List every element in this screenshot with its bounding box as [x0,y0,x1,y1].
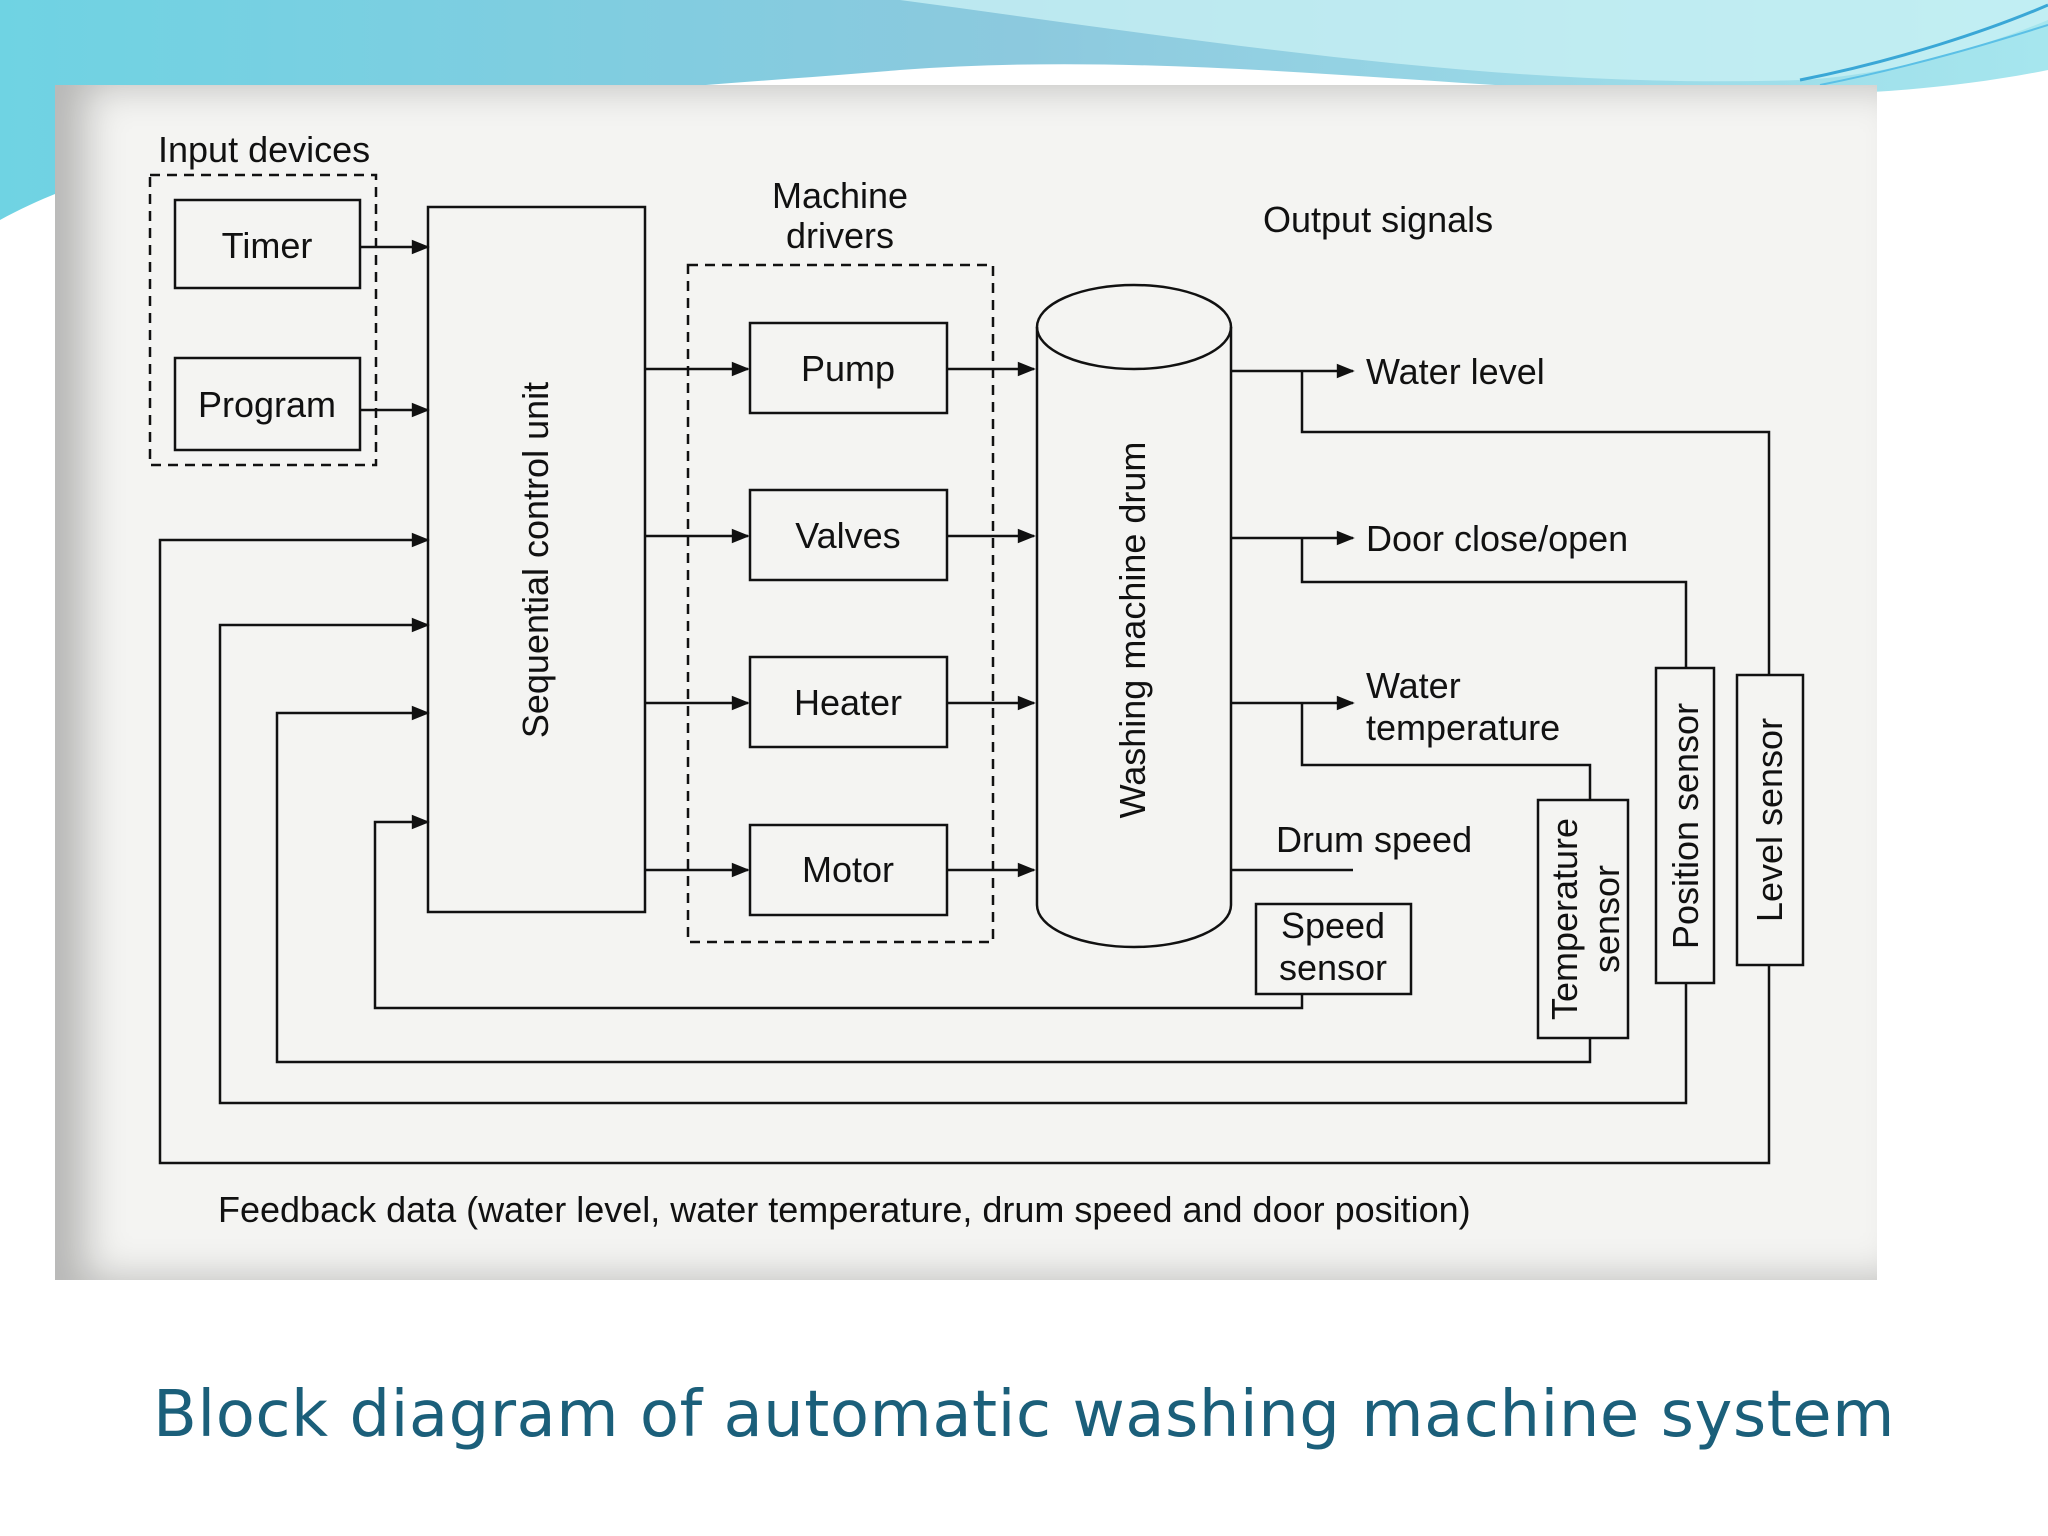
output-signals-label: Output signals [1263,199,1493,240]
drum-cylinder-body [1035,327,1233,949]
level-sensor-label: Level sensor [1749,718,1790,922]
temperature-sensor-tap [1300,703,1592,800]
heater-label: Heater [794,682,902,723]
position-sensor-label: Position sensor [1665,703,1706,949]
washing-machine-block-diagram: Input devices Timer Program Sequential c… [148,129,1805,1230]
drum-label: Washing machine drum [1112,442,1153,819]
input-devices-group [148,173,378,467]
feedback-data-label: Feedback data (water level, water temper… [218,1189,1471,1230]
position-sensor-tap [1300,538,1688,668]
scanned-figure-background [55,85,1877,1280]
motor-label: Motor [802,849,894,890]
temperature-sensor-label: Temperaturesensor [1544,818,1627,1020]
timer-box [173,198,362,290]
door-label: Door close/open [1366,518,1628,559]
level-feedback-line [158,532,1771,1165]
valves-label: Valves [795,515,900,556]
program-label: Program [198,384,336,425]
speed-feedback-line [373,814,1304,1010]
program-box [173,356,362,452]
sequential-control-unit-label: Sequential control unit [515,382,556,738]
temperature-feedback-line [275,705,1592,1064]
input-devices-label: Input devices [158,129,370,170]
drum-cylinder-top [1035,283,1233,371]
speed-sensor-box [1254,902,1413,996]
header-wave-decoration [0,0,2048,220]
slide-title: Block diagram of automatic washing machi… [153,1378,1895,1452]
position-feedback-line [218,617,1688,1105]
level-sensor-tap [1300,371,1771,675]
timer-label: Timer [222,225,313,266]
pump-label: Pump [801,348,895,389]
temperature-sensor-box [1536,798,1630,1040]
water-level-label: Water level [1366,351,1545,392]
drum-speed-label: Drum speed [1276,819,1472,860]
sequential-control-unit-box [426,205,647,914]
